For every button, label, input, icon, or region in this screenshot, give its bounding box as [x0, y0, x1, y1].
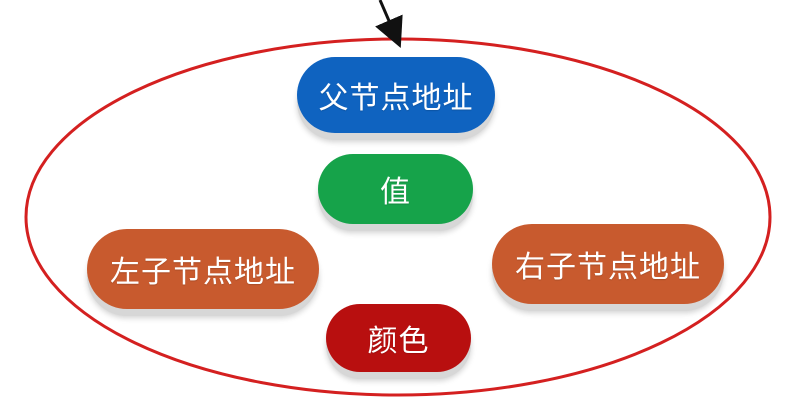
left-child-address-label: 左子节点地址: [110, 255, 296, 290]
value-label: 值: [380, 175, 411, 210]
right-child-address-label: 右子节点地址: [515, 250, 701, 285]
left-child-address-field: 左子节点地址: [87, 229, 319, 309]
value-field: 值: [318, 154, 473, 224]
right-child-address-field: 右子节点地址: [492, 224, 724, 304]
incoming-pointer-arrow: [375, 0, 403, 49]
parent-address-label: 父节点地址: [318, 81, 474, 116]
color-field: 颜色: [326, 304, 471, 372]
parent-address-field: 父节点地址: [297, 57, 495, 133]
color-label: 颜色: [367, 324, 430, 359]
